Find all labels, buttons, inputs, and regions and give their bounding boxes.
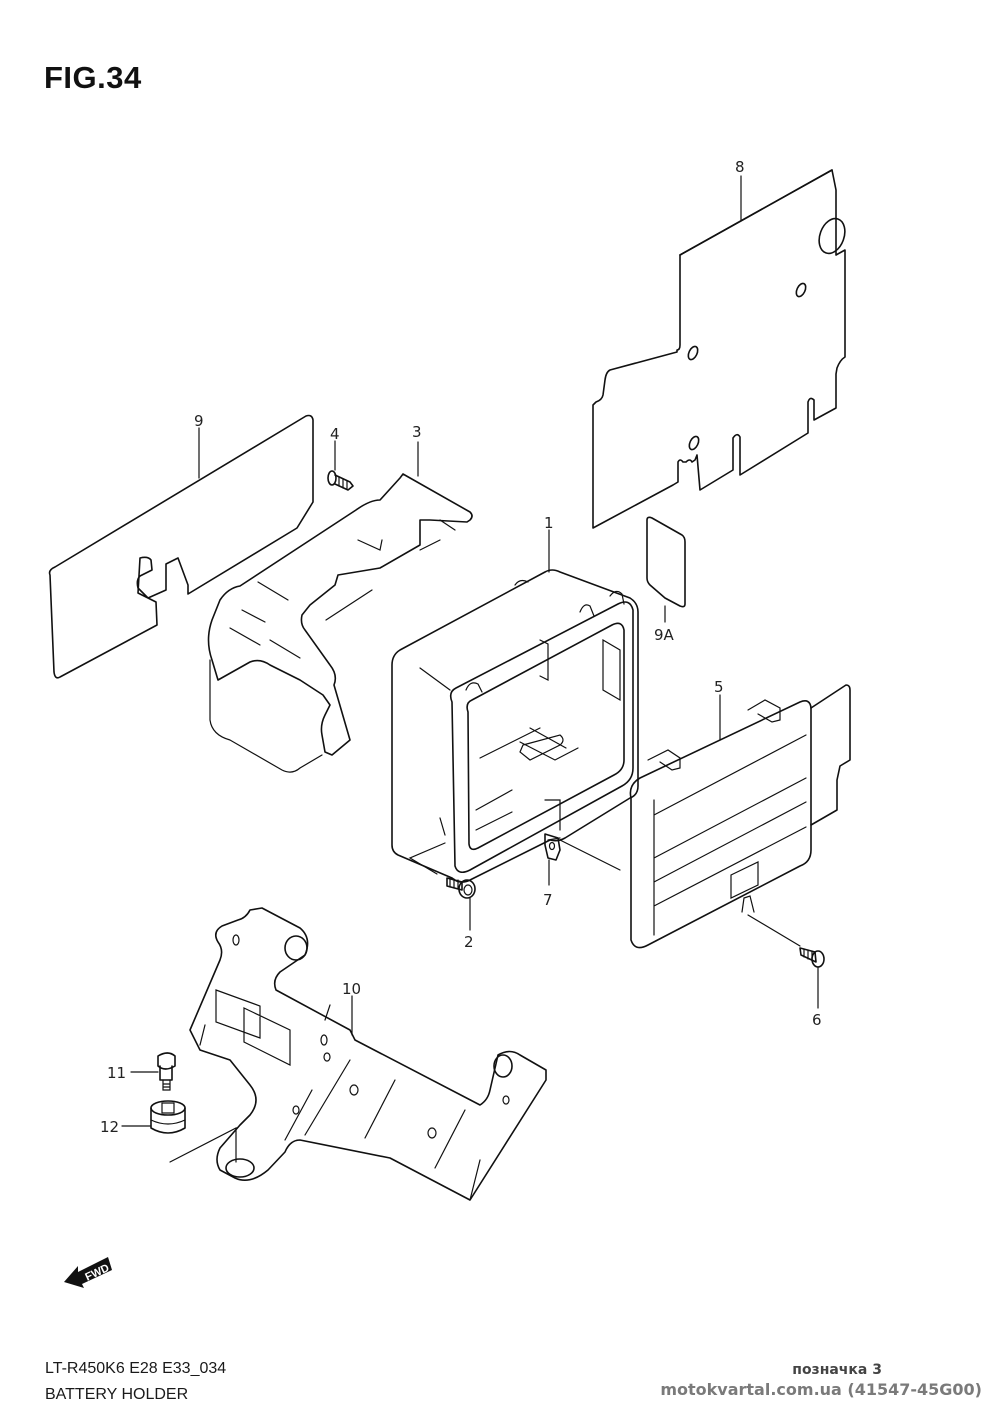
figure-title: FIG.34 [44,60,142,95]
callout-2: 2 [464,933,474,951]
callout-11: 11 [107,1064,126,1082]
part-12-cushion[interactable] [150,1100,186,1134]
watermark-site: motokvartal.com.ua (41547-45G00) [660,1380,982,1399]
fwd-label: FWD [83,1262,111,1283]
leader-lines [121,175,819,1163]
part-1-battery-box[interactable] [391,569,639,883]
part-9a-pad[interactable] [646,516,686,608]
forward-arrow-icon: FWD [64,1257,112,1288]
part-5-lid[interactable] [629,684,851,949]
callout-6: 6 [812,1011,822,1029]
part-7-clip-nut[interactable] [544,833,561,861]
part-9-sheet[interactable] [48,414,314,679]
part-8-insulation-sheet[interactable] [592,169,849,529]
callout-8: 8 [735,158,745,176]
callout-4: 4 [330,425,340,443]
part-3-cover[interactable] [207,473,473,773]
part-6-screw[interactable] [799,947,825,968]
watermark-mark: позначка 3 [792,1362,882,1378]
part-2-bolt[interactable] [446,877,476,899]
callout-3: 3 [412,423,422,441]
callout-1: 1 [544,514,554,532]
part-10-bracket[interactable] [189,907,547,1201]
part-11-bolt[interactable] [157,1052,176,1091]
callout-10: 10 [342,980,361,998]
callout-9: 9 [194,412,204,430]
part-4-screw[interactable] [327,470,354,491]
callout-9a: 9A [654,626,675,644]
callout-7: 7 [543,891,553,909]
callout-12: 12 [100,1118,119,1136]
section-name: BATTERY HOLDER [45,1386,189,1403]
model-code: LT-R450K6 E28 E33_034 [45,1360,227,1377]
callout-5: 5 [714,678,724,696]
